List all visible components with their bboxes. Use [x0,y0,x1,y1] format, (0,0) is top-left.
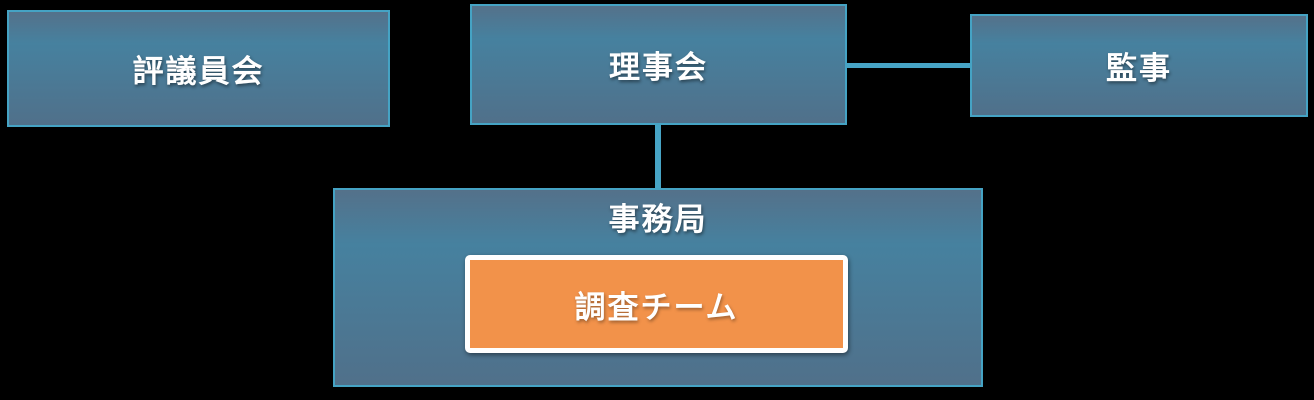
node-secretariat-label: 事務局 [608,202,708,237]
node-auditor-label: 監事 [1106,51,1172,86]
node-councilors: 評議員会 [7,10,390,127]
node-directors: 理事会 [470,4,847,125]
node-auditor: 監事 [970,14,1308,117]
node-research-team-label: 調査チーム [574,289,739,325]
connector-directors-secretariat [655,123,661,190]
node-research-team: 調査チーム [465,255,848,353]
node-directors-label: 理事会 [609,50,708,85]
node-councilors-label: 評議員会 [132,54,265,89]
connector-directors-auditor [845,63,972,68]
